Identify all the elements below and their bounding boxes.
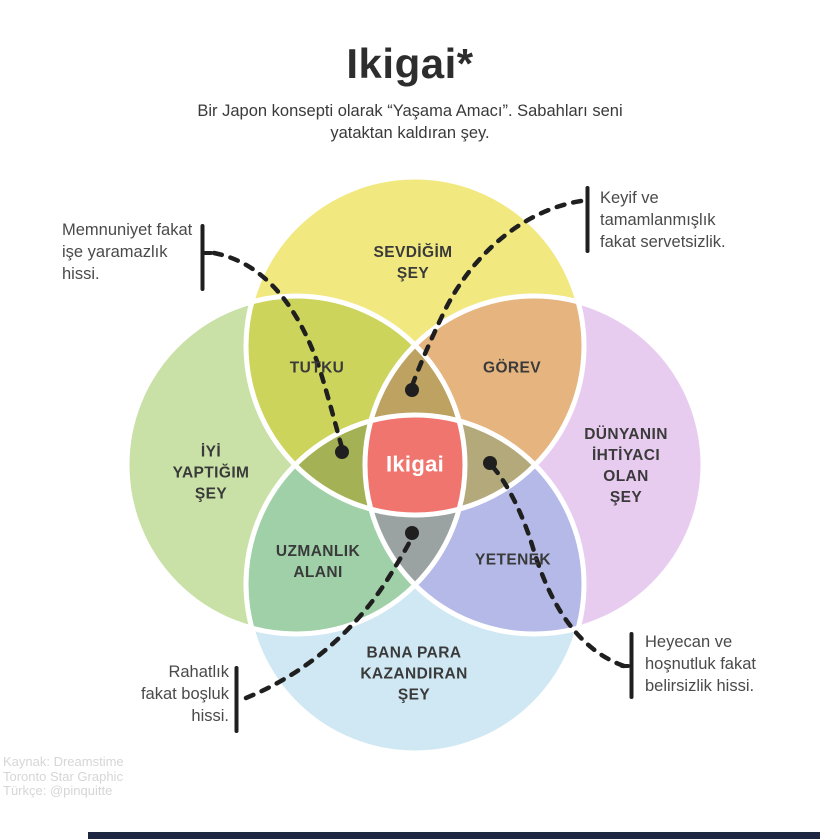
outline-paid-for	[243, 412, 587, 756]
callout-line: fakat boşluk	[140, 685, 229, 703]
label-line: ŞEY	[194, 485, 228, 503]
label-gorev: GÖREV	[483, 359, 541, 377]
label-yetenek: YETENEK	[474, 551, 552, 569]
callout-line: işe yaramazlık	[62, 243, 168, 261]
dot-marker-bottom	[405, 526, 419, 540]
label-line: YAPTIĞIM	[172, 464, 250, 482]
label-line: İHTİYACI	[591, 447, 661, 464]
connector-bottom-right	[489, 463, 627, 669]
callout-top-left: Memnuniyet fakat işe yaramazlık hissi.	[62, 219, 192, 285]
dot-marker-right	[483, 456, 497, 470]
subtitle-line: yataktan kaldıran şey.	[330, 124, 490, 142]
label-uzmanlik-alani: UZMANLIK ALANI	[276, 541, 360, 583]
label-line: BANA PARA	[366, 644, 462, 662]
outline-good-at	[124, 293, 468, 637]
callout-line: fakat servetsizlik.	[600, 233, 726, 251]
callout-line: Keyif ve	[600, 189, 659, 207]
label-ikigai-center: Ikigai	[385, 451, 445, 477]
callout-bar-bottom-right	[629, 632, 634, 699]
callout-line: belirsizlik hissi.	[645, 677, 755, 695]
label-iyi-yaptigim-sey: İYİ YAPTIĞIM ŞEY	[173, 442, 250, 505]
dot-marker-left	[335, 445, 349, 459]
label-line: İYİ	[200, 443, 222, 461]
connector-top-right	[409, 198, 584, 389]
label-tutku: TUTKU	[289, 359, 345, 377]
label-line: UZMANLIK	[275, 543, 361, 560]
label-sevdigim-sey: SEVDİĞİM ŞEY	[374, 242, 453, 284]
label-line: ŞEY	[397, 686, 431, 704]
credits-line: Türkçe: @pinquitte	[3, 783, 113, 798]
callout-line: hoşnutluk fakat	[645, 655, 756, 673]
callout-top-right: Keyif ve tamamlanmışlık fakat servetsizl…	[600, 187, 726, 253]
callout-bottom-right: Heyecan ve hoşnutluk fakat belirsizlik h…	[645, 631, 756, 697]
callout-line: Heyecan ve	[645, 633, 733, 651]
label-dunyanin-ihtiyaci: DÜNYANIN İHTİYACI OLAN ŞEY	[584, 424, 668, 508]
bottom-bar	[88, 832, 820, 839]
credits: Kaynak: Dreamstime Toronto Star Graphic …	[3, 754, 124, 799]
connector-bottom-left	[243, 534, 415, 701]
callout-line: tamamlanmışlık	[600, 211, 716, 229]
callout-bar-top-left	[200, 224, 205, 291]
page-title: Ikigai*	[346, 40, 474, 87]
callout-line: Memnuniyet fakat	[62, 221, 193, 239]
label-line: ALANI	[293, 564, 343, 581]
label-line: ŞEY	[396, 265, 430, 282]
label-line: ŞEY	[609, 489, 643, 506]
subtitle-line: Bir Japon konsepti olarak “Yaşama Amacı”…	[197, 102, 623, 120]
label-line: OLAN	[603, 468, 649, 485]
label-line: SEVDİĞİM	[373, 244, 453, 261]
credits-line: Toronto Star Graphic	[3, 768, 123, 784]
callout-tick-bottom-right	[620, 664, 630, 668]
page-subtitle: Bir Japon konsepti olarak “Yaşama Amacı”…	[0, 100, 820, 144]
connector-top-left	[211, 250, 345, 451]
callout-bottom-left: Rahatlık fakat boşluk hissi.	[109, 661, 229, 727]
callout-bar-top-right	[585, 186, 590, 253]
dot-marker-top	[405, 383, 419, 397]
callout-tick-top-left	[203, 251, 213, 255]
outline-love	[243, 174, 587, 518]
label-bana-para: BANA PARA KAZANDIRAN ŞEY	[360, 643, 467, 706]
label-line: KAZANDIRAN	[360, 665, 468, 683]
callout-bar-bottom-left	[234, 666, 239, 733]
callout-line: hissi.	[191, 707, 229, 725]
label-line: DÜNYANIN	[584, 426, 668, 443]
callout-line: hissi.	[62, 265, 100, 283]
outline-world-needs	[362, 293, 706, 637]
credits-line: Kaynak: Dreamstime	[3, 754, 124, 769]
callout-line: Rahatlık	[168, 663, 229, 681]
